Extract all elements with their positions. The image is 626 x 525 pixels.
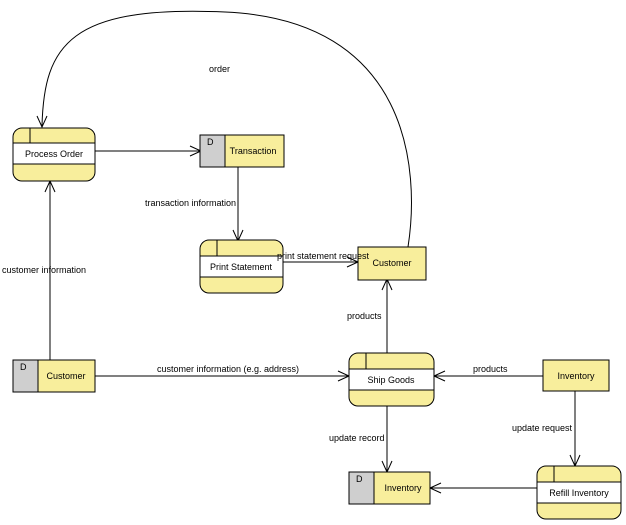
store-transaction[interactable]: D Transaction (199, 134, 285, 168)
entity-label: Customer (372, 258, 411, 268)
flow-label-print-statement-request: print statement request (277, 251, 370, 261)
process-label: Process Order (25, 149, 83, 159)
flow-label-update-record: update record (329, 433, 385, 443)
store-customer[interactable]: D Customer (12, 359, 96, 393)
flow-label-order: order (209, 64, 230, 74)
store-inventory[interactable]: D Inventory (348, 471, 431, 505)
flow-label-transaction-information: transaction information (145, 198, 236, 208)
process-process-order[interactable]: Process Order (12, 127, 96, 182)
flow-label-customer-information: customer information (2, 265, 86, 275)
entity-label: Inventory (557, 371, 595, 381)
store-id: D (207, 137, 214, 147)
store-label: Customer (46, 371, 85, 381)
process-ship-goods[interactable]: Ship Goods (348, 352, 435, 407)
flow-label-update-request: update request (512, 423, 573, 433)
flow-label-customer-information-address: customer information (e.g. address) (157, 364, 299, 374)
store-id: D (20, 362, 27, 372)
flow-label-products-up: products (347, 311, 382, 321)
process-refill-inventory[interactable]: Refill Inventory (536, 465, 622, 520)
process-label: Print Statement (210, 262, 273, 272)
entity-inventory[interactable]: Inventory (542, 359, 610, 392)
process-label: Ship Goods (367, 375, 415, 385)
store-label: Transaction (230, 146, 277, 156)
flow-process-order-to-transaction (95, 145, 203, 157)
store-label: Inventory (384, 483, 422, 493)
entity-customer[interactable]: Customer (357, 246, 427, 281)
flow-refill-to-inventory-store (428, 482, 537, 494)
flow-label-products-left: products (473, 364, 508, 374)
flow-products-up (381, 277, 393, 353)
process-label: Refill Inventory (549, 488, 609, 498)
flow-order (36, 10, 412, 248)
process-print-statement[interactable]: Print Statement (199, 239, 284, 294)
store-id: D (356, 474, 363, 484)
